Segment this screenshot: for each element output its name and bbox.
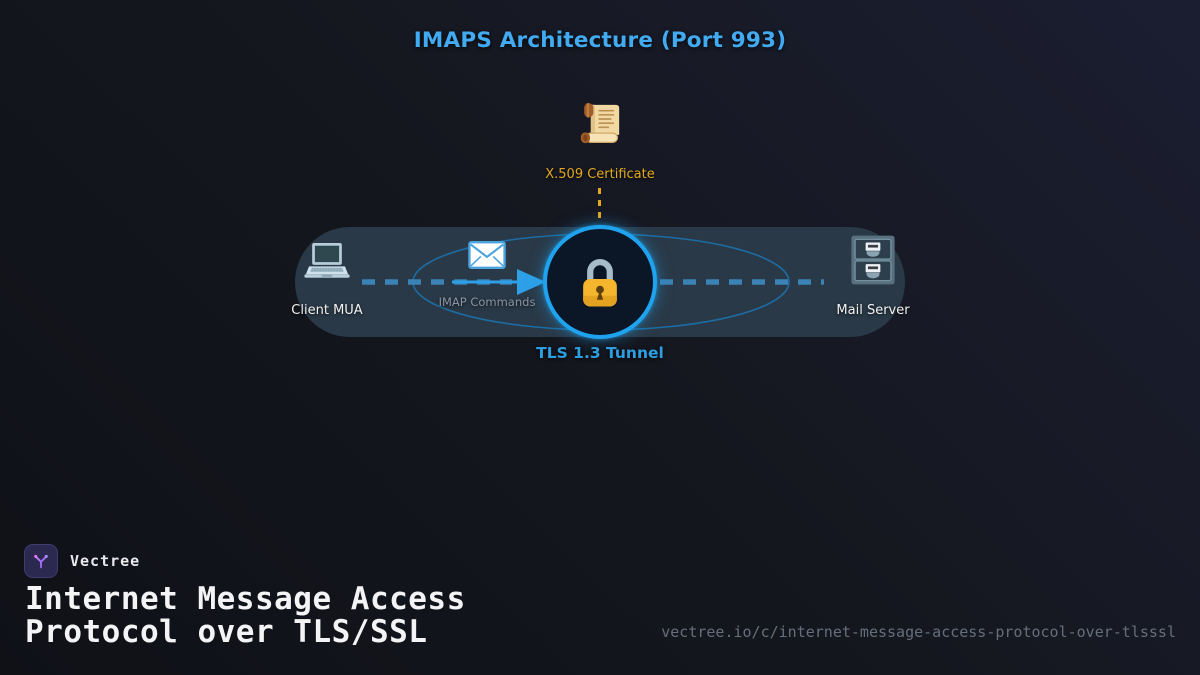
tls-tunnel-node (543, 225, 657, 339)
certificate-connector-line (598, 188, 601, 224)
footer-url: vectree.io/c/internet-message-access-pro… (661, 623, 1176, 641)
server-label: Mail Server (836, 303, 910, 318)
commands-label: IMAP Commands (438, 295, 536, 309)
tunnel-label: TLS 1.3 Tunnel (536, 344, 664, 362)
scroll-certificate-icon (575, 100, 625, 152)
lock-icon (583, 258, 617, 306)
client-label: Client MUA (291, 303, 363, 318)
certificate-label: X.509 Certificate (545, 167, 655, 182)
envelope-icon (468, 240, 506, 274)
vectree-logo (24, 544, 58, 578)
footer-title: Internet Message Access Protocol over TL… (25, 581, 466, 650)
page-title: IMAPS Architecture (Port 993) (413, 28, 787, 53)
file-cabinet-icon (850, 234, 896, 290)
vectree-logo-icon (34, 554, 48, 569)
laptop-icon (302, 241, 352, 288)
brand-name: Vectree (70, 552, 141, 570)
